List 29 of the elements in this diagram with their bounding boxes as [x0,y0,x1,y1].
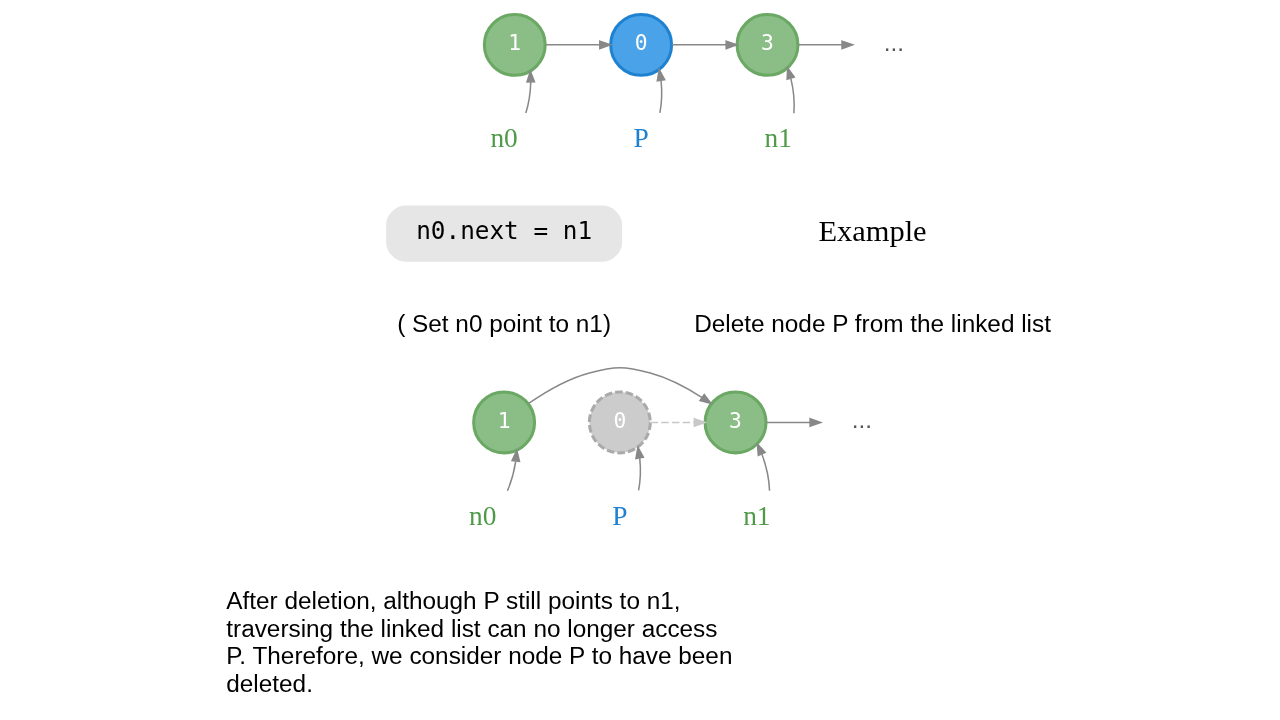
node-text: ... [883,28,905,56]
arrow [525,68,536,114]
arrow [797,40,856,50]
label: Delete node P from the linked list [694,310,1051,338]
arrow [544,40,613,50]
node-text: ... [851,406,873,434]
arrow [635,445,645,492]
node-text: n0 [490,123,518,154]
arrow [527,366,713,405]
node-text: P [612,501,628,532]
node-circle: 1 [472,390,537,455]
arrow [671,40,740,50]
arrow [656,67,666,114]
node-circle: 3 [735,12,800,77]
arrow [765,417,824,428]
arrow [786,65,796,114]
node-text: n1 [743,501,771,532]
node-box: n0.next = n1 [386,205,623,262]
label: After deletion, although P still points to n1, traversing the linked list can no longer access P. Therefore, we consider node P to have been deleted. [226,587,733,697]
node-text: n0 [469,501,497,532]
arrow [756,442,771,492]
node-text: P [633,123,649,154]
node-label: ( Set n0 point to n1) [397,310,612,338]
arrow [506,448,521,492]
arrow [649,417,708,428]
label: Example [818,214,927,249]
node-circle: 1 [482,12,547,77]
node-circle: 0 [609,12,674,77]
node-text: n1 [764,123,792,154]
